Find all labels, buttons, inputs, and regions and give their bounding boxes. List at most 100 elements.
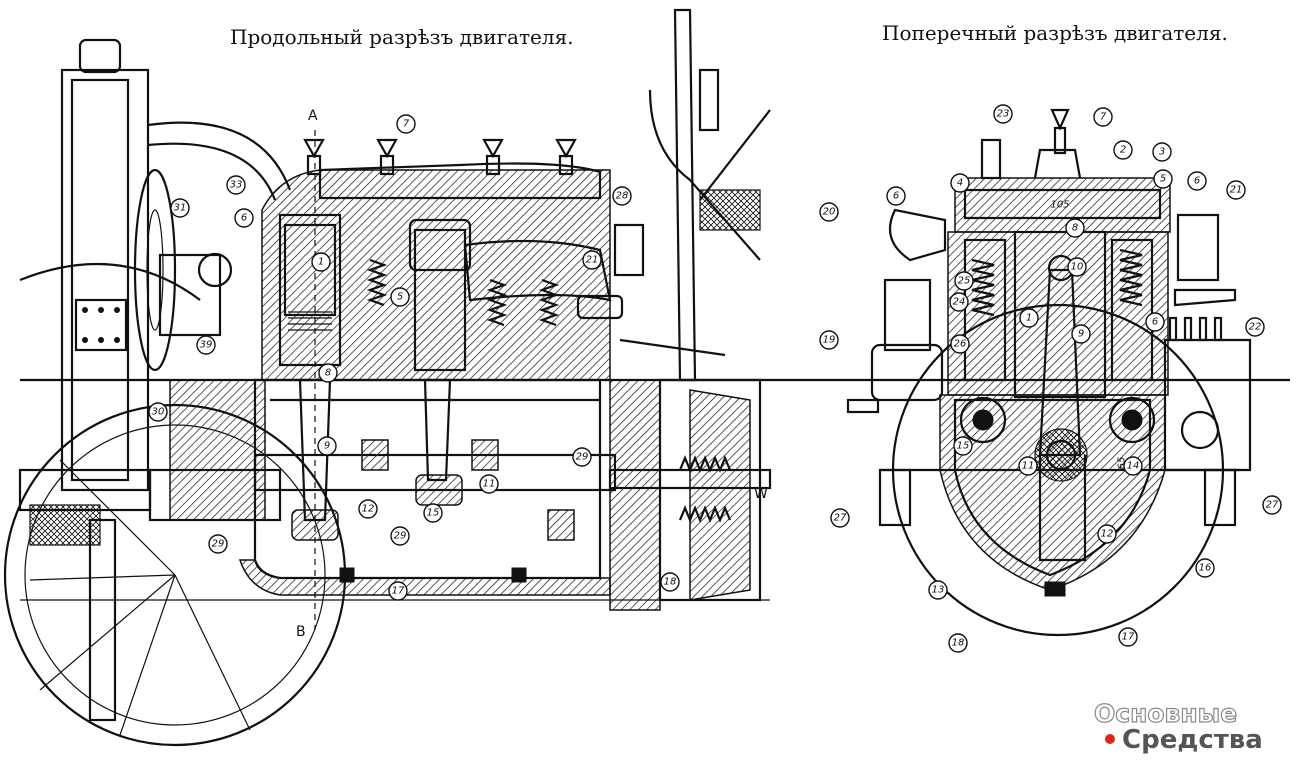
callout-circle — [390, 287, 410, 307]
right-callout-24: 24 — [949, 292, 969, 312]
callout-circle — [423, 503, 443, 523]
callout-number: 30 — [152, 407, 165, 418]
piston-rings — [288, 311, 332, 331]
section-mark-b: B — [296, 624, 306, 640]
right-callout-6: 6 — [1187, 171, 1207, 191]
valve-cap — [980, 138, 1002, 180]
callout-circle — [318, 363, 338, 383]
callout-circle — [660, 572, 680, 592]
cylinder-bore — [278, 213, 342, 367]
callout-number: 6 — [1152, 317, 1158, 328]
radiator-core — [70, 78, 130, 482]
right-callout-17: 17 — [1118, 627, 1138, 647]
callout-number: 7 — [1100, 112, 1107, 123]
callout-number: 21 — [586, 255, 599, 266]
right-callout-9: 9 — [1071, 324, 1091, 344]
callout-circle — [886, 186, 906, 206]
left-callout-5: 5 — [390, 287, 410, 307]
fan-pulley-bracket — [158, 253, 222, 337]
carburettor-float — [613, 223, 645, 277]
callout-number: 29 — [576, 452, 589, 463]
left-callout-28: 28 — [612, 186, 632, 206]
right-callout-21: 21 — [1226, 180, 1246, 200]
callout-number: 14 — [1127, 461, 1140, 472]
left-callout-1: 1 — [311, 252, 331, 272]
stroke-dimension: 65 — [1117, 457, 1128, 470]
callout-number: 16 — [1199, 563, 1212, 574]
piston — [283, 223, 337, 317]
spark-plugs — [303, 138, 577, 176]
callout-number: 18 — [664, 577, 677, 588]
right-callout-6: 6 — [1145, 312, 1165, 332]
linkage-rod — [619, 338, 726, 357]
callout-number: 5 — [1160, 174, 1166, 185]
water-outlet — [888, 208, 947, 262]
right-callout-14: 14 — [1123, 456, 1143, 476]
transverse-valve-springs — [971, 248, 1143, 317]
callout-circle — [928, 580, 948, 600]
callout-number: 27 — [834, 513, 847, 524]
left-callout-18: 18 — [660, 572, 680, 592]
throttle-lever — [699, 109, 771, 201]
right-callout-12: 12 — [1097, 524, 1117, 544]
right-callout-8: 8 — [1065, 218, 1085, 238]
callout-circle — [582, 250, 602, 270]
left-callout-9: 9 — [317, 436, 337, 456]
left-callout-29: 29 — [572, 447, 592, 467]
right-callout-27: 27 — [1262, 495, 1282, 515]
oil-tap — [846, 398, 880, 414]
left-callout-29: 29 — [208, 534, 228, 554]
right-callout-16: 16 — [1195, 558, 1215, 578]
callout-circle — [170, 198, 190, 218]
callout-number: 6 — [893, 191, 899, 202]
camshaft-left — [959, 396, 1007, 444]
right-callout-20: 20 — [819, 202, 839, 222]
callout-number: 12 — [1101, 529, 1114, 540]
callout-circle — [1153, 169, 1173, 189]
upper-water-hose — [147, 121, 292, 191]
callout-circle — [1018, 456, 1038, 476]
callout-circle — [1145, 312, 1165, 332]
flywheel-housing — [609, 379, 661, 611]
crankshaft-nose — [148, 468, 282, 522]
left-callout-11: 11 — [479, 474, 499, 494]
manifold-flange — [576, 294, 624, 320]
right-callout-13: 13 — [928, 580, 948, 600]
steering-column-stub — [88, 518, 117, 722]
callout-number: 33 — [230, 180, 243, 191]
callout-number: 28 — [616, 191, 629, 202]
right-callout-22: 22 — [1245, 317, 1265, 337]
callout-number: 11 — [1022, 461, 1035, 472]
callout-circle — [479, 474, 499, 494]
valve-chamber-right — [1110, 238, 1154, 382]
callout-number: 39 — [200, 340, 213, 351]
callout-number: 7 — [403, 119, 410, 130]
longitudinal-section-title: Продольный разрѣзъ двигателя. — [230, 25, 574, 49]
exhaust-manifold — [463, 239, 612, 302]
left-callout-8: 8 — [318, 363, 338, 383]
callout-circle — [358, 499, 378, 519]
callout-circle — [1093, 107, 1113, 127]
callout-circle — [1262, 495, 1282, 515]
clutch-springs — [678, 455, 732, 523]
callout-circle — [196, 335, 216, 355]
label-w: W — [754, 486, 768, 502]
callout-circle — [1118, 627, 1138, 647]
right-callout-15: 15 — [953, 436, 973, 456]
output-shaft — [608, 468, 772, 490]
left-callout-33: 33 — [226, 175, 246, 195]
left-callout-17: 17 — [388, 581, 408, 601]
left-callout-12: 12 — [358, 499, 378, 519]
fan-pulley — [197, 252, 233, 288]
callout-number: 12 — [362, 504, 375, 515]
right-callout-27: 27 — [830, 508, 850, 528]
callout-number: 1 — [1026, 313, 1032, 324]
callout-circle — [572, 447, 592, 467]
callout-number: 21 — [1230, 185, 1243, 196]
callout-circle — [388, 581, 408, 601]
valve-chamber-left — [963, 238, 1007, 382]
right-callout-2: 2 — [1113, 140, 1133, 160]
